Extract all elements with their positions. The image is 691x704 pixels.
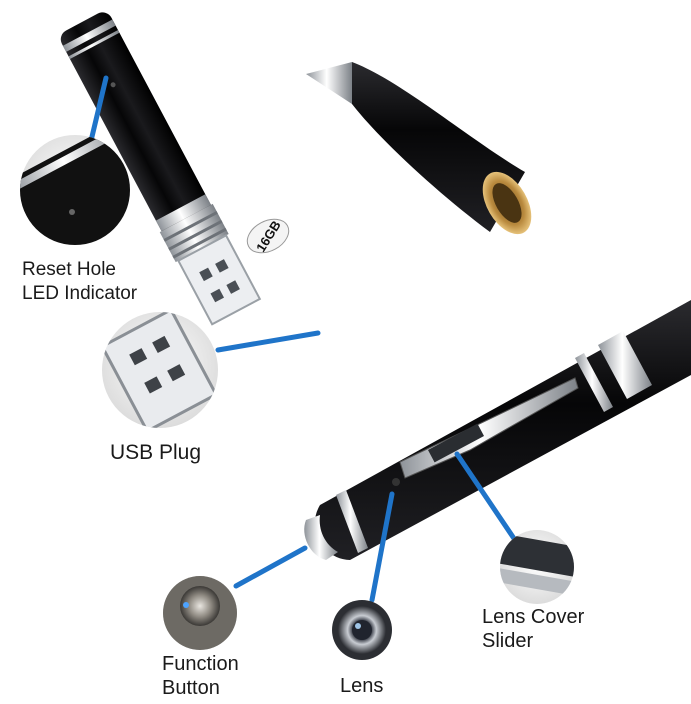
reset-hole-text: Reset Hole xyxy=(22,259,116,280)
lens-label: Lens xyxy=(340,675,384,697)
pen-cap xyxy=(306,62,532,235)
callout-line-usb xyxy=(215,330,321,353)
lens-detail xyxy=(332,600,392,660)
reset-led-label: Reset Hole LED Indicator xyxy=(22,258,137,306)
callout-line-function xyxy=(233,545,308,589)
callout-line-slider xyxy=(454,451,518,543)
function-button-label: Function Button xyxy=(162,652,239,700)
pen-body-top xyxy=(60,12,262,326)
lens-cover-slider-label: Lens Cover Slider xyxy=(482,605,584,653)
pen-body-bottom xyxy=(304,300,691,560)
capacity-badge: 16GB xyxy=(246,218,290,255)
led-indicator-text: LED Indicator xyxy=(22,283,138,304)
callout-lines xyxy=(87,75,518,603)
lens-cover-slider-detail xyxy=(500,530,574,604)
function-button-detail xyxy=(163,576,237,650)
function-text: Function xyxy=(162,653,239,675)
usb-plug-detail xyxy=(102,312,218,428)
slider-text: Slider xyxy=(482,630,534,652)
callout-line-reset xyxy=(87,75,109,148)
callout-line-lens xyxy=(369,491,395,603)
reset-hole-detail xyxy=(20,135,130,245)
usb-plug-label: USB Plug xyxy=(110,441,202,464)
lens-cover-text: Lens Cover xyxy=(482,606,585,628)
button-text: Button xyxy=(162,677,220,699)
